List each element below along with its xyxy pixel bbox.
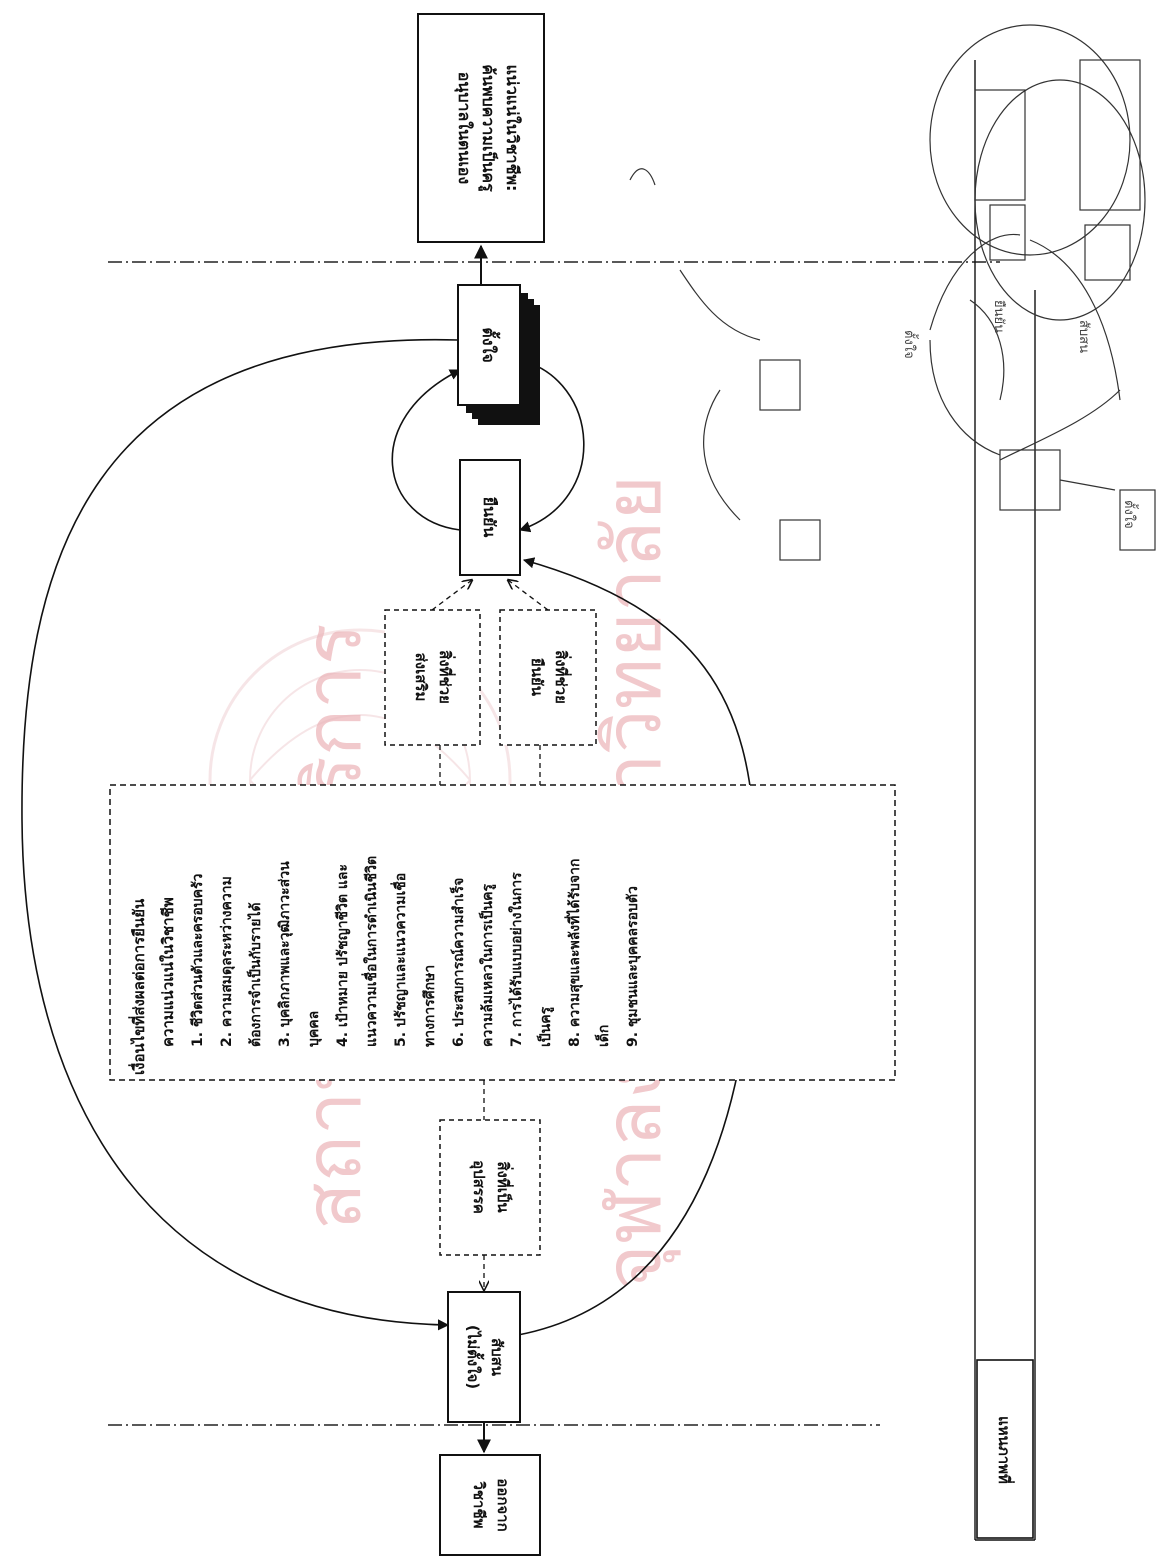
leave-line-2: วิชาชีพ (470, 1481, 488, 1529)
inner-loop-arrow-a (392, 370, 460, 530)
confirm-box: ยืนยัน (460, 460, 520, 575)
conditions-heading-line: ความแน่วแน่ในวิชาชีพ (159, 897, 177, 1047)
support-promote-line-1: สิ่งที่ช่วย (436, 650, 456, 704)
conditions-item-line: แนวความเชื่อในการดำเนินชีวิต (361, 856, 380, 1047)
obstacle-box: สิ่งที่เป็น อุปสรรค (440, 1120, 540, 1255)
career-box: แน่วแน่ในวิชาชีพ: ค้นพบความเป็นครู อนุบา… (418, 14, 544, 242)
confused-line-1: สับสน (488, 1338, 506, 1377)
sketch-labels: ตั้งใจ ยืนยัน สับสน ตั้งใจ (901, 300, 1139, 529)
career-line-1: แน่วแน่ในวิชาชีพ: (503, 65, 522, 192)
leave-line-1: ออกจาก (494, 1478, 512, 1531)
arrow-support-confirm (508, 580, 548, 610)
bottom-label-text: แหนภาพที่ (995, 1416, 1015, 1484)
confirm-label: ยืนยัน (480, 496, 499, 537)
conditions-item-line: 5. ปรัชญาและแนวความเชื่อ (390, 873, 409, 1047)
conditions-item-line: 7. การได้รับแบบอย่างในการ (507, 872, 525, 1047)
sketch-label-1: ตั้งใจ (901, 330, 919, 359)
conditions-item-line: 9. ชุมชนและบุคคลรอบตัว (625, 886, 641, 1047)
determined-label: ตั้งใจ (479, 327, 501, 362)
conditions-item-line: 4. เป้าหมาย ปรัชญาชีวิต และ (335, 864, 351, 1047)
determined-box: ตั้งใจ (458, 285, 540, 425)
conditions-item-line: บุคคล (306, 1011, 322, 1047)
arrow-support-promote (432, 580, 472, 610)
confused-line-2: (ไม่ตั้งใจ) (464, 1325, 485, 1389)
right-frame (975, 60, 1035, 1540)
conditions-item-line: 2. ความสมดุลระหว่างความ (219, 876, 235, 1047)
sketch-drawing (630, 25, 1155, 560)
career-line-2: ค้นพบความเป็นครู (477, 64, 500, 192)
support-promote-box: สิ่งที่ช่วย ส่งเสริม (385, 610, 480, 745)
career-line-3: อนุบาลในตนเอง (454, 72, 474, 184)
conditions-item-line: 6. ประสบการณ์ความสำเร็จ (449, 878, 467, 1047)
obstacle-line-1: สิ่งที่เป็น (494, 1161, 514, 1213)
conditions-item-line: ทางการศึกษา (421, 965, 438, 1047)
support-confirm-box: สิ่งที่ช่วย ยืนยัน (500, 610, 596, 745)
conditions-item-line: เป็นครู (536, 1006, 554, 1047)
confused-box: สับสน (ไม่ตั้งใจ) (448, 1292, 520, 1422)
conditions-item-line: เด็ก (594, 1025, 612, 1047)
obstacle-line-2: อุปสรรค (469, 1160, 488, 1214)
support-confirm-line-2: ยืนยัน (528, 658, 546, 697)
support-confirm-line-1: สิ่งที่ช่วย (552, 650, 572, 704)
sketch-label-3: สับสน (1076, 320, 1091, 353)
conditions-item-line: 3. บุคลิกภาพและวุฒิภาวะส่วน (277, 861, 293, 1047)
conditions-heading-line: เงื่อนไขที่ส่งผลต่อการยืนยัน (128, 898, 148, 1075)
bottom-label-box: แหนภาพที่ (977, 1360, 1033, 1538)
conditions-item-line: 1. ชีวิตส่วนตัวและครอบครัว (190, 873, 206, 1047)
leave-box: ออกจาก วิชาชีพ (440, 1455, 540, 1555)
sketch-label-4: ตั้งใจ (1121, 500, 1139, 529)
sketch-label-2: ยืนยัน (991, 300, 1007, 334)
support-promote-line-2: ส่งเสริม (412, 653, 430, 702)
conditions-item-line: ความล้มเหลวในการเป็นครู (478, 884, 496, 1047)
conditions-item-line: 8. ความสุขและพลังที่ได้รับจาก (564, 859, 583, 1047)
conditions-item-line: ต้องการจำเป็นกับรายได้ (246, 902, 264, 1047)
